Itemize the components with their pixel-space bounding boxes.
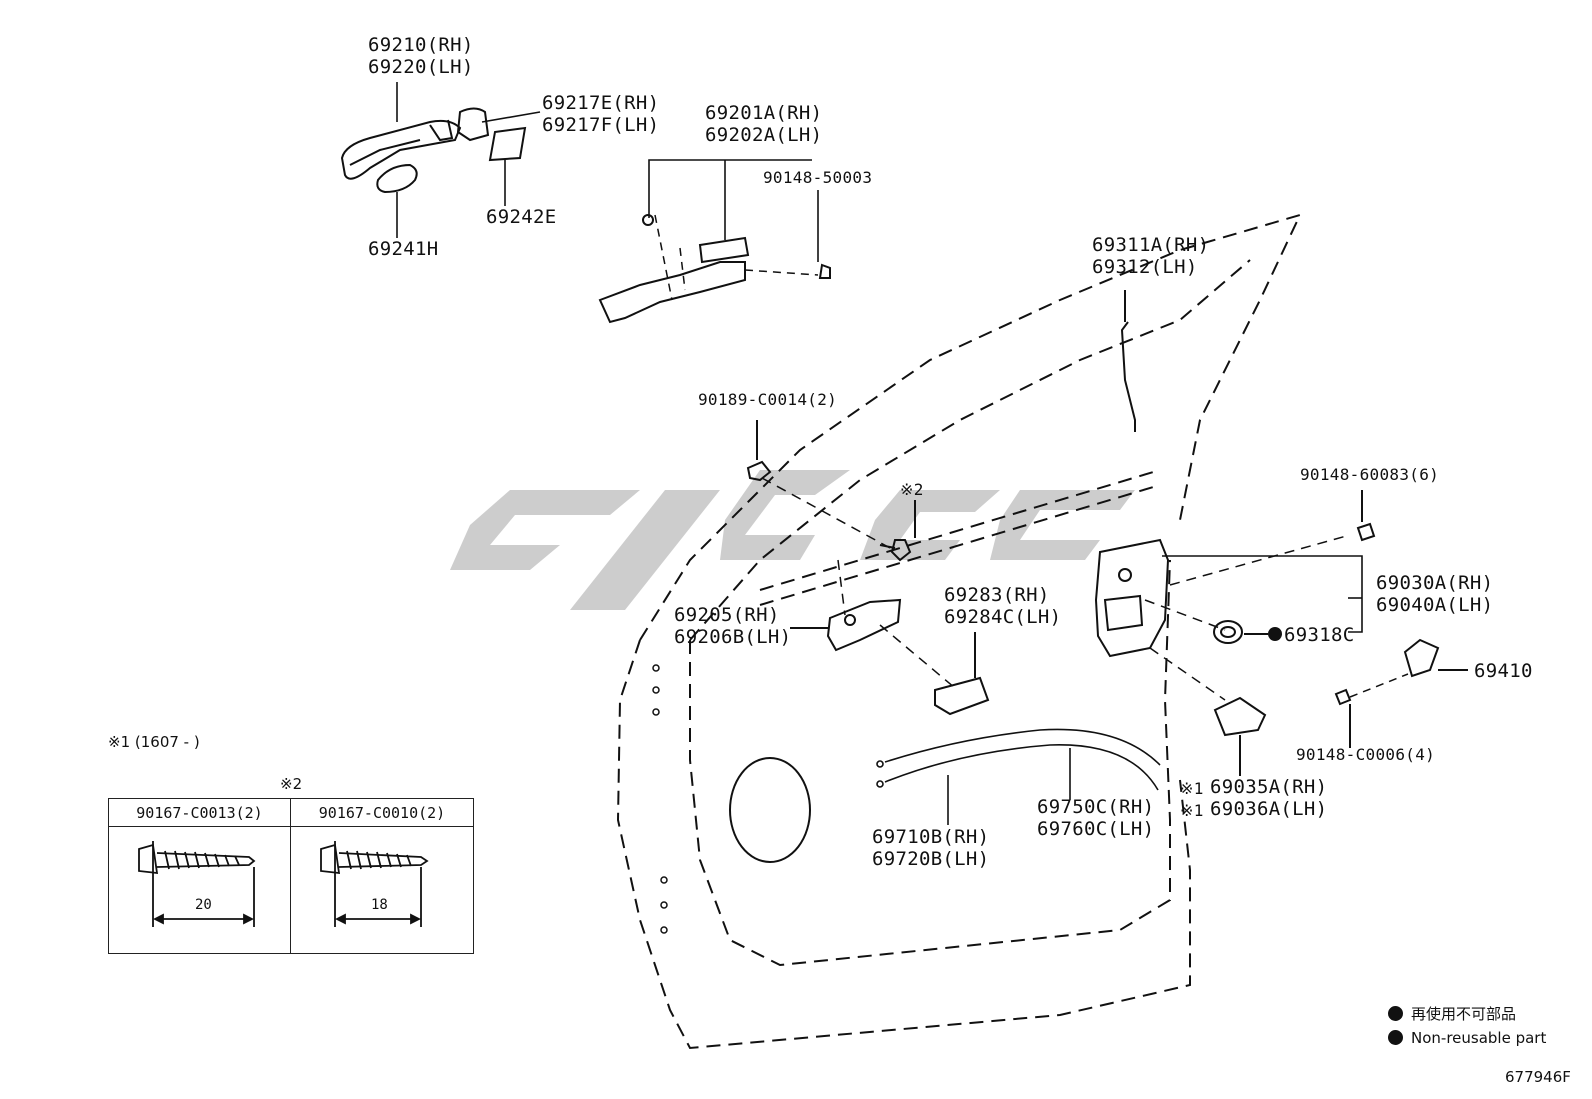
- label-rod-lh: 69312(LH): [1092, 256, 1198, 278]
- frame-leaders: [648, 159, 819, 262]
- inner-handle-part: [790, 598, 902, 652]
- label-inner-handle-rh: 69205(RH): [674, 604, 780, 626]
- handle-frame-part: [598, 214, 831, 324]
- clip-part: [746, 420, 772, 482]
- label-cable2-rh: 69710B(RH): [872, 826, 990, 848]
- label-rod-rh: 69311A(RH): [1092, 234, 1210, 256]
- label-cable2-lh: 69720B(LH): [872, 848, 990, 870]
- legend-en-text: Non-reusable part: [1411, 1029, 1547, 1047]
- label-cover-mark-lh: ※1: [1180, 801, 1204, 820]
- label-cover-mark-rh: ※1: [1180, 779, 1204, 798]
- label-cover-lh: 69036A(LH): [1210, 798, 1328, 820]
- applicability-note: ※1 (1607 - ): [108, 733, 200, 751]
- lock-rod-part: [1120, 290, 1136, 432]
- label-frame-lh: 69202A(LH): [705, 124, 823, 146]
- bezel-part: [934, 632, 990, 716]
- label-lock-lh: 69040A(LH): [1376, 594, 1494, 616]
- non-reusable-dot-icon: [1388, 1006, 1403, 1021]
- striker-part: [1334, 638, 1468, 748]
- label-bezel-rh: 69283(RH): [944, 584, 1050, 606]
- lock-assembly-part: [1094, 538, 1170, 658]
- table-cell-col2: 18: [291, 827, 473, 953]
- screw-part: [879, 500, 916, 562]
- lock-leaders: [1162, 555, 1363, 633]
- outer-handle-part: [340, 107, 527, 194]
- label-cap-rh: 69217E(RH): [542, 92, 660, 114]
- label-bolt-50003: 90148-50003: [763, 168, 873, 187]
- label-clip-c0014: 90189-C0014(2): [698, 390, 838, 409]
- screw-18-drawing: [320, 841, 429, 927]
- legend-jp: 再使用不可部品: [1388, 1003, 1516, 1024]
- legend-jp-text: 再使用不可部品: [1411, 1005, 1517, 1023]
- inner-handle-dashed: [879, 624, 956, 689]
- table-header-col2: 90167-C0010(2): [291, 799, 473, 827]
- watermark-logo: [450, 470, 1135, 610]
- table-mark: ※2: [280, 775, 303, 793]
- label-cable-rh: 69750C(RH): [1037, 796, 1155, 818]
- cables-part: [876, 728, 1161, 825]
- label-pad-69241: 69241H: [368, 238, 439, 260]
- label-cover-rh: 69035A(RH): [1210, 776, 1328, 798]
- speaker-hole: [729, 757, 811, 863]
- non-reusable-dot-icon: [1388, 1030, 1403, 1045]
- lock-dashed: [1144, 534, 1351, 701]
- figure-id: 677946F: [1505, 1068, 1571, 1086]
- frame-dashed: [654, 214, 819, 301]
- door-outline: [616, 213, 1302, 1050]
- label-frame-rh: 69201A(RH): [705, 102, 823, 124]
- label-cable-lh: 69760C(LH): [1037, 818, 1155, 840]
- label-screw-60083: 90148-60083(6): [1300, 465, 1440, 484]
- screw-20-drawing: [138, 841, 256, 927]
- table-header-col1: 90167-C0013(2): [109, 799, 291, 827]
- label-bezel-lh: 69284C(LH): [944, 606, 1062, 628]
- label-inner-handle-lh: 69206B(LH): [674, 626, 792, 648]
- screw-18-length: 18: [371, 897, 388, 913]
- lock-cover-part: [1213, 696, 1267, 776]
- label-pad-69242: 69242E: [486, 206, 557, 228]
- striker-dashed: [1349, 673, 1409, 698]
- table-cell-col1: 20: [109, 827, 291, 953]
- screw-table: 90167-C0013(2) 90167-C0010(2) 20: [108, 798, 474, 954]
- outer-handle-leaders: [396, 82, 541, 238]
- label-handle-lh: 69220(LH): [368, 56, 474, 78]
- screw-20-length: 20: [195, 897, 212, 913]
- label-handle-rh: 69210(RH): [368, 34, 474, 56]
- label-striker: 69410: [1474, 660, 1533, 682]
- label-cap-lh: 69217F(LH): [542, 114, 660, 136]
- legend-en: Non-reusable part: [1388, 1029, 1546, 1047]
- label-seal-69318: 69318C: [1284, 624, 1355, 646]
- door-holes: [652, 664, 668, 934]
- clip-dashed: [761, 477, 891, 616]
- label-lock-rh: 69030A(RH): [1376, 572, 1494, 594]
- label-note2-mark: ※2: [900, 480, 924, 499]
- label-screw-c0006: 90148-C0006(4): [1296, 745, 1436, 764]
- screw-60083-part: [1356, 490, 1376, 542]
- seal-part: [1213, 620, 1282, 644]
